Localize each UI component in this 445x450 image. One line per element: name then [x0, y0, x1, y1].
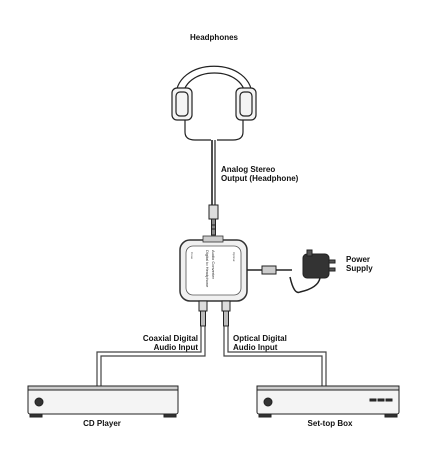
converter-box [179, 235, 248, 302]
analog-output-label-line1: Analog Stereo [221, 165, 276, 174]
coaxial-input-label-line1: Coaxial Digital [142, 334, 198, 343]
converter-text-line2: Audio Converter [211, 250, 216, 279]
analog-output-label-line2: Output (Headphone) [221, 174, 299, 183]
coaxial-input-label-line2: Audio Input [153, 343, 198, 352]
optical-input-label-line1: Optical Digital [233, 334, 287, 343]
power-supply-label-line2: Supply [346, 264, 373, 273]
cd-player-label: CD Player [83, 419, 121, 428]
converter-port-left-label: Coax [190, 252, 194, 260]
input-connectors [198, 300, 231, 327]
cd-player-device [27, 385, 179, 418]
settop-box-label: Set-top Box [307, 419, 353, 428]
power-supply-label-line1: Power [346, 255, 371, 264]
converter-face: Digital to Headphone Audio Converter Coa… [186, 246, 241, 295]
headphones-label: Headphones [189, 33, 238, 42]
converter-text-line1: Digital to Headphone [205, 250, 210, 288]
headphones-illustration [171, 65, 257, 205]
optical-input-label-line2: Audio Input [233, 343, 278, 352]
headphone-plug [208, 204, 219, 236]
settop-box-device [256, 385, 400, 418]
converter-port-right-label: Optical [232, 252, 236, 262]
input-cables [96, 326, 327, 386]
power-supply [247, 249, 336, 294]
